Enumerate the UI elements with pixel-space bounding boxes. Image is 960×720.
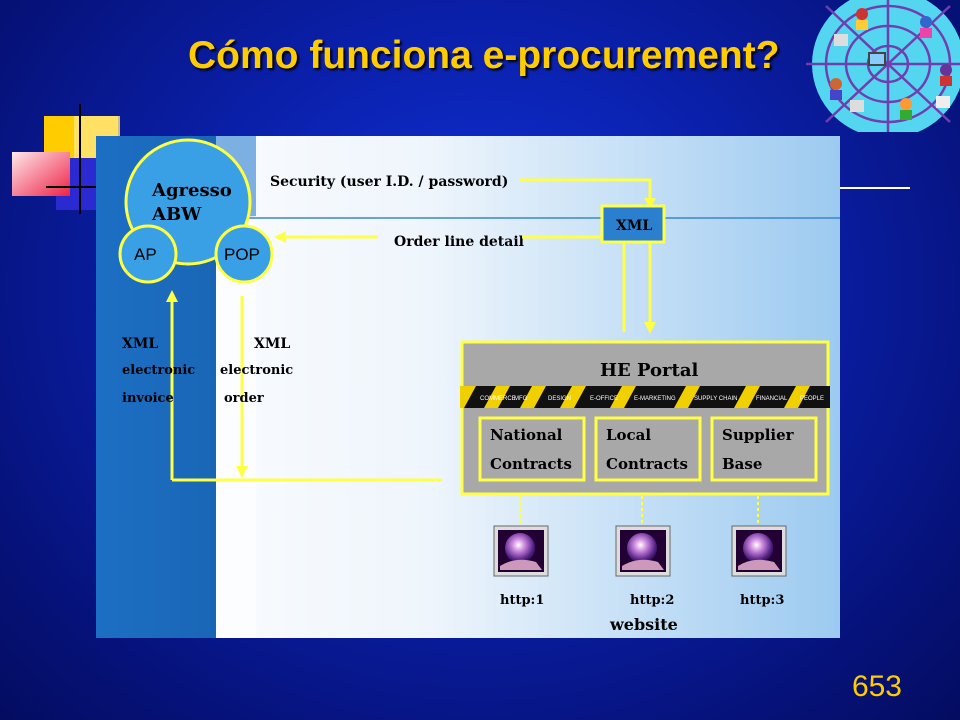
security-label: Security (user I.D. / password) (270, 174, 508, 190)
banner-item: E-OFFICE (590, 396, 618, 402)
decorative-white-line (836, 187, 910, 189)
local-contracts-line2: Contracts (606, 455, 688, 473)
page-number: 653 (851, 670, 902, 703)
decorative-horizontal-line (46, 186, 116, 188)
web-globe-icon (806, 0, 960, 140)
supplier-base-line1: Supplier (722, 426, 795, 444)
globe-hand-icon (493, 525, 549, 577)
local-contracts-line1: Local (606, 426, 651, 444)
he-portal-title: HE Portal (600, 360, 699, 381)
local-contracts-box (594, 416, 702, 482)
globe-hand-icon (615, 525, 671, 577)
ap-module-label: AP (134, 245, 157, 264)
invoice-electronic-label: electronic (122, 363, 195, 378)
portal-banner (460, 386, 830, 408)
decorative-vertical-line (79, 104, 81, 214)
site-label: http:3 (740, 593, 784, 608)
abw-label: ABW (151, 204, 202, 225)
page-title: Cómo funciona e-procurement? (188, 34, 780, 77)
national-contracts-line2: Contracts (490, 455, 572, 473)
order-xml-label: XML (254, 336, 290, 352)
site-label: http:2 (630, 593, 674, 608)
banner-item: SUPPLY CHAIN (694, 396, 737, 402)
website-label: website (609, 615, 678, 634)
order-line-label: Order line detail (394, 234, 524, 250)
invoice-label: invoice (122, 391, 174, 406)
banner-item: E-MARKETING (634, 396, 676, 402)
xml-box-label: XML (616, 218, 652, 234)
supplier-base-line2: Base (722, 455, 762, 473)
national-contracts-line1: National (490, 426, 563, 444)
banner-item: DESIGN (548, 396, 571, 402)
banner-item: PEOPLE (800, 396, 824, 402)
invoice-xml-label: XML (122, 336, 158, 352)
globe-hand-icon (731, 525, 787, 577)
order-label: order (224, 391, 264, 406)
agresso-label: Agresso (151, 180, 232, 201)
order-electronic-label: electronic (220, 363, 293, 378)
e-procurement-diagram: Agresso ABW AP POP Security (user I.D. /… (96, 136, 840, 638)
banner-item: FINANCIAL (756, 396, 788, 402)
site-label: http:1 (500, 593, 544, 608)
banner-item: COMMERCE (480, 396, 516, 402)
national-contracts-box (478, 416, 586, 482)
xml-box (600, 204, 666, 244)
supplier-base-box (710, 416, 818, 482)
banner-item: MFG (514, 396, 528, 402)
pop-module-label: POP (224, 245, 260, 264)
